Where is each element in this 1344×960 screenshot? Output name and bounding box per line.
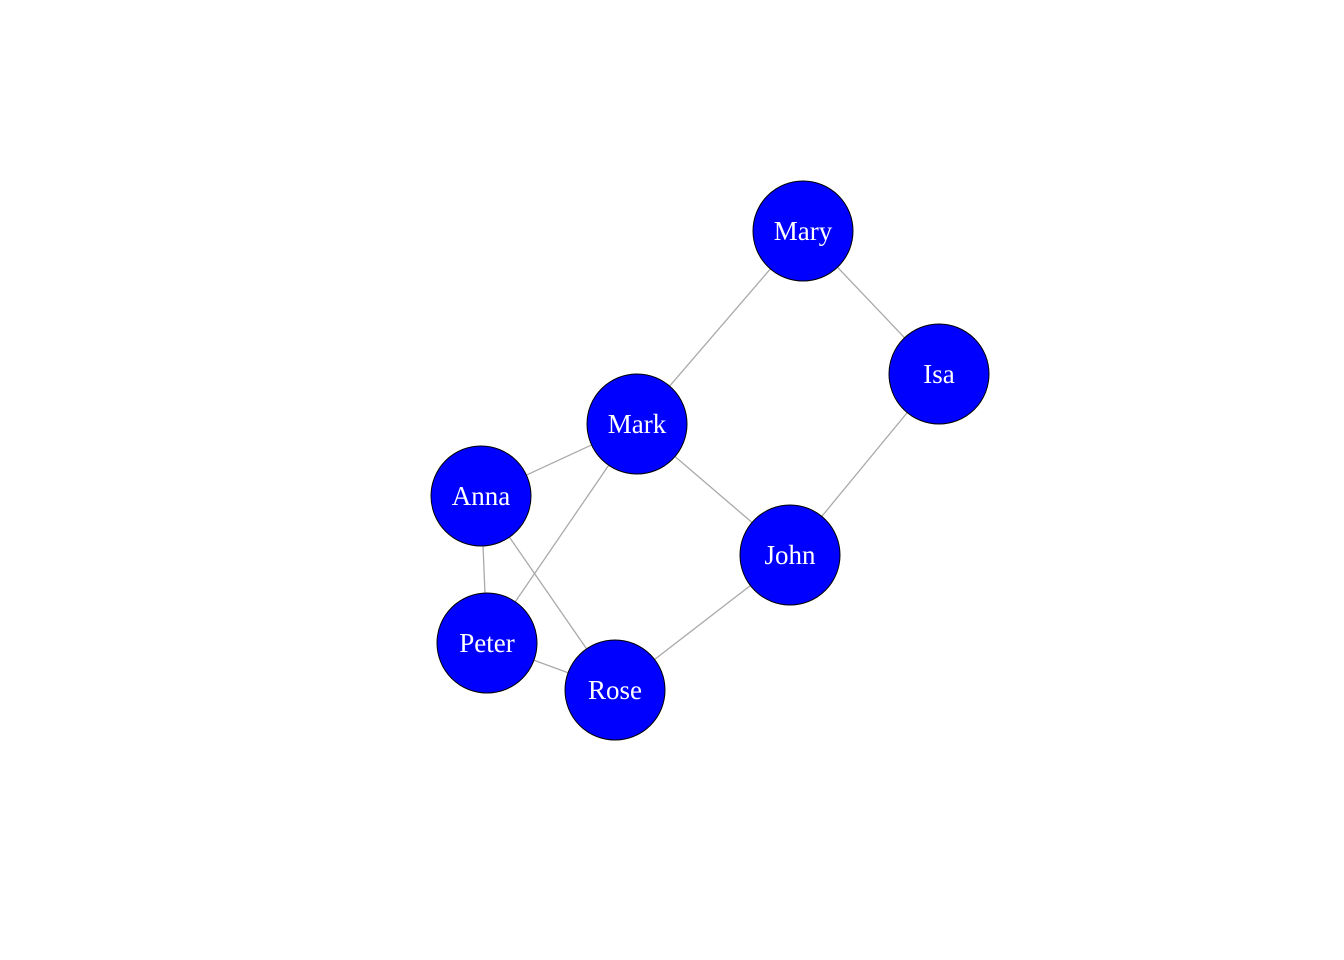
node-label-peter: Peter [459, 628, 514, 658]
node-john: John [739, 504, 841, 606]
node-circle-rose [564, 639, 666, 741]
node-label-anna: Anna [452, 481, 510, 511]
node-rose: Rose [564, 639, 666, 741]
node-label-john: John [764, 540, 816, 570]
node-label-mary: Mary [774, 216, 833, 246]
node-circle-john [739, 504, 841, 606]
node-circle-isa [888, 323, 990, 425]
node-label-isa: Isa [923, 359, 954, 389]
node-circle-mary [752, 180, 854, 282]
node-circle-peter [436, 592, 538, 694]
node-anna: Anna [430, 445, 532, 547]
node-circle-mark [586, 373, 688, 475]
node-label-rose: Rose [588, 675, 642, 705]
node-mary: Mary [752, 180, 854, 282]
node-peter: Peter [436, 592, 538, 694]
node-label-mark: Mark [608, 409, 667, 439]
node-isa: Isa [888, 323, 990, 425]
edges-layer [480, 230, 940, 691]
node-mark: Mark [586, 373, 688, 475]
node-circle-anna [430, 445, 532, 547]
